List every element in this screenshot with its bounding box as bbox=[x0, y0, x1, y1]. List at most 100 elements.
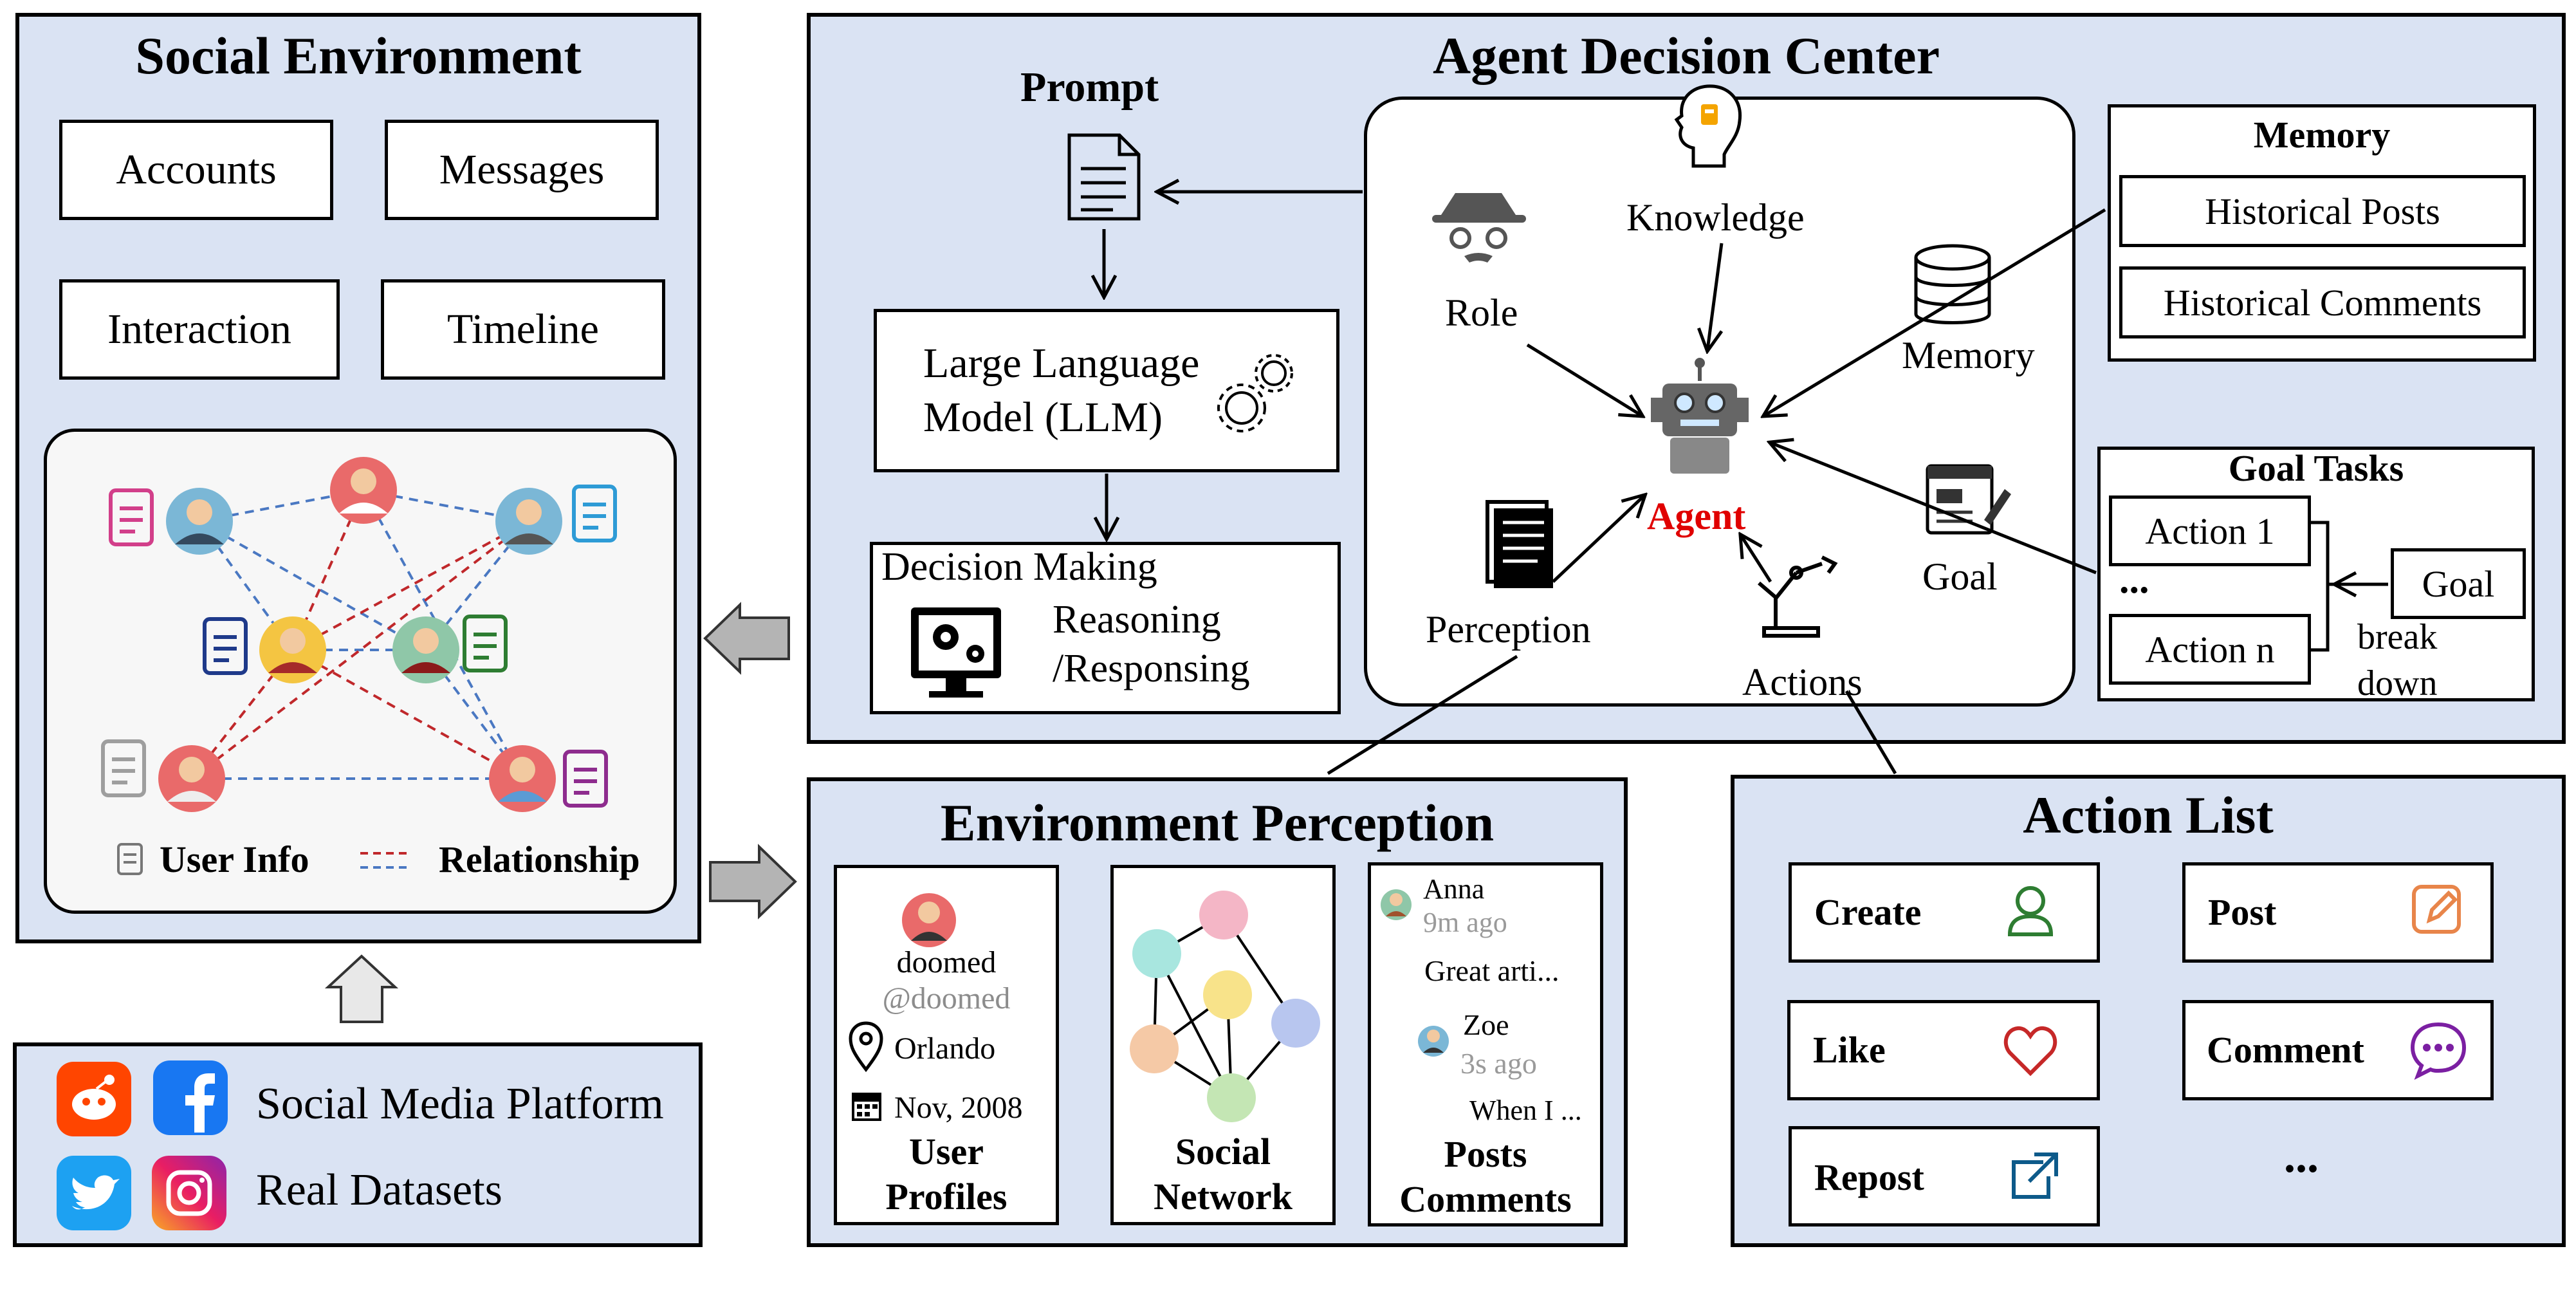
user-profiles-label-2: Profiles bbox=[885, 1176, 1007, 1217]
profile-date: Nov, 2008 bbox=[894, 1091, 1023, 1125]
user-info-icon-5 bbox=[101, 739, 146, 797]
user-info-icon-3 bbox=[203, 617, 248, 675]
accounts-box: Accounts bbox=[59, 120, 333, 220]
comments-label: Comments bbox=[1399, 1178, 1572, 1220]
social-network-label-1: Social bbox=[1175, 1131, 1271, 1172]
network-graph bbox=[1130, 891, 1320, 1122]
repost-share-icon bbox=[2012, 1152, 2058, 1199]
goal-box: Goal bbox=[2391, 548, 2526, 619]
action-comment-label: Comment bbox=[2207, 1029, 2364, 1071]
network-node-orange bbox=[1130, 1024, 1179, 1073]
action-list-title: Action List bbox=[2023, 786, 2274, 844]
responsing-label: /Responsing bbox=[1053, 647, 1250, 690]
goal-browser-icon bbox=[1926, 464, 2011, 535]
profile-avatar bbox=[902, 893, 956, 947]
action-like bbox=[1787, 1000, 2100, 1100]
posts-comments-card bbox=[1368, 862, 1603, 1226]
action-like-label: Like bbox=[1813, 1029, 1886, 1071]
reasoning-label: Reasoning bbox=[1053, 598, 1221, 642]
network-node-blue bbox=[1271, 999, 1320, 1048]
arrow-actions-to-agent bbox=[1741, 535, 1772, 583]
comment-1-avatar bbox=[1381, 889, 1412, 920]
legend-user-info-label: User Info bbox=[160, 838, 309, 880]
action-repost-label: Repost bbox=[1814, 1156, 1924, 1198]
profile-name: doomed bbox=[896, 945, 997, 979]
comment-2-avatar bbox=[1418, 1026, 1449, 1057]
arrow-knowledge-to-agent bbox=[1707, 243, 1724, 350]
action-create-label: Create bbox=[1814, 891, 1922, 933]
action-list-more: ... bbox=[2284, 1131, 2319, 1182]
memory-box-title: Memory bbox=[2253, 114, 2391, 156]
goal-node-label: Goal bbox=[1922, 555, 1998, 598]
llm-line-2: Model (LLM) bbox=[923, 394, 1163, 441]
memory-node-label: Memory bbox=[1902, 334, 2035, 376]
network-node-teal bbox=[1132, 929, 1181, 978]
create-user-icon bbox=[2007, 886, 2054, 936]
agent-decision-center-title: Agent Decision Center bbox=[1433, 26, 1940, 85]
like-heart-icon bbox=[2003, 1026, 2057, 1077]
prompt-document-icon bbox=[1067, 133, 1141, 221]
messages-box: Messages bbox=[385, 120, 659, 220]
action-n-box: Action n bbox=[2109, 614, 2311, 685]
gears-icon bbox=[1217, 354, 1293, 432]
user-info-icon-1 bbox=[109, 488, 154, 546]
monitor-gears-icon bbox=[911, 607, 1001, 698]
arrow-role-to-agent bbox=[1526, 343, 1642, 416]
action-create bbox=[1789, 862, 2100, 963]
legend-user-info-icon bbox=[117, 843, 143, 875]
comment-2-time: 3s ago bbox=[1460, 1047, 1537, 1080]
perception-label: Perception bbox=[1426, 608, 1591, 651]
arrow-perception-to-agent bbox=[1552, 495, 1644, 583]
twitter-icon bbox=[57, 1156, 131, 1230]
arrow-goaltasks-to-agent bbox=[1771, 443, 2097, 575]
agent-label: Agent bbox=[1647, 495, 1746, 537]
user-profiles-label-1: User bbox=[909, 1131, 984, 1172]
network-node-yellow bbox=[1203, 970, 1252, 1019]
arrow-to-social-environment bbox=[703, 602, 790, 675]
prompt-label: Prompt bbox=[1020, 64, 1159, 111]
robotic-arm-icon bbox=[1758, 555, 1838, 638]
post-edit-icon bbox=[2412, 885, 2461, 934]
real-datasets-label: Real Datasets bbox=[256, 1165, 502, 1215]
social-environment-title: Social Environment bbox=[135, 26, 582, 85]
user-node-1 bbox=[166, 488, 233, 555]
action-comment bbox=[2182, 1000, 2494, 1100]
arrow-to-environment-perception bbox=[709, 844, 797, 920]
historical-comments-box: Historical Comments bbox=[2119, 266, 2526, 338]
timeline-box: Timeline bbox=[381, 279, 665, 380]
comment-2-text: When I ... bbox=[1469, 1095, 1582, 1126]
action-repost bbox=[1789, 1126, 2100, 1226]
social-network-label-2: Network bbox=[1154, 1176, 1293, 1217]
user-info-icon-4 bbox=[463, 615, 508, 672]
instagram-icon bbox=[152, 1156, 226, 1230]
llm-line-1: Large Language bbox=[923, 340, 1200, 387]
user-node-2 bbox=[330, 457, 397, 524]
legend-relationship-label: Relationship bbox=[439, 838, 640, 880]
profile-handle: @doomed bbox=[882, 981, 1011, 1015]
interaction-box: Interaction bbox=[59, 279, 340, 380]
breakdown-bracket bbox=[2311, 521, 2342, 652]
user-node-5 bbox=[392, 616, 459, 683]
environment-perception-title: Environment Perception bbox=[940, 793, 1495, 852]
comment-1-time: 9m ago bbox=[1423, 907, 1507, 938]
profile-location: Orlando bbox=[894, 1032, 996, 1066]
goal-tasks-ellipsis: ... bbox=[2119, 558, 2149, 602]
reddit-icon bbox=[57, 1062, 131, 1136]
arrow-memory-to-agent bbox=[1764, 208, 2106, 416]
network-node-green bbox=[1207, 1073, 1256, 1122]
down-label: down bbox=[2357, 663, 2438, 703]
arrow-up-to-social-environment bbox=[324, 954, 399, 1023]
user-info-icon-2 bbox=[572, 485, 617, 542]
comment-2-name: Zoe bbox=[1463, 1008, 1509, 1041]
robot-agent-icon bbox=[1651, 358, 1749, 474]
network-node-pink bbox=[1199, 891, 1248, 939]
social-media-platform-label: Social Media Platform bbox=[256, 1079, 664, 1129]
actions-label: Actions bbox=[1742, 661, 1863, 703]
decision-making-label: Decision Making bbox=[881, 545, 1157, 589]
knowledge-head-icon bbox=[1674, 84, 1742, 168]
role-label: Role bbox=[1445, 292, 1518, 334]
user-node-3 bbox=[495, 488, 562, 555]
posts-label: Posts bbox=[1444, 1133, 1527, 1175]
goal-tasks-title: Goal Tasks bbox=[2228, 447, 2404, 489]
